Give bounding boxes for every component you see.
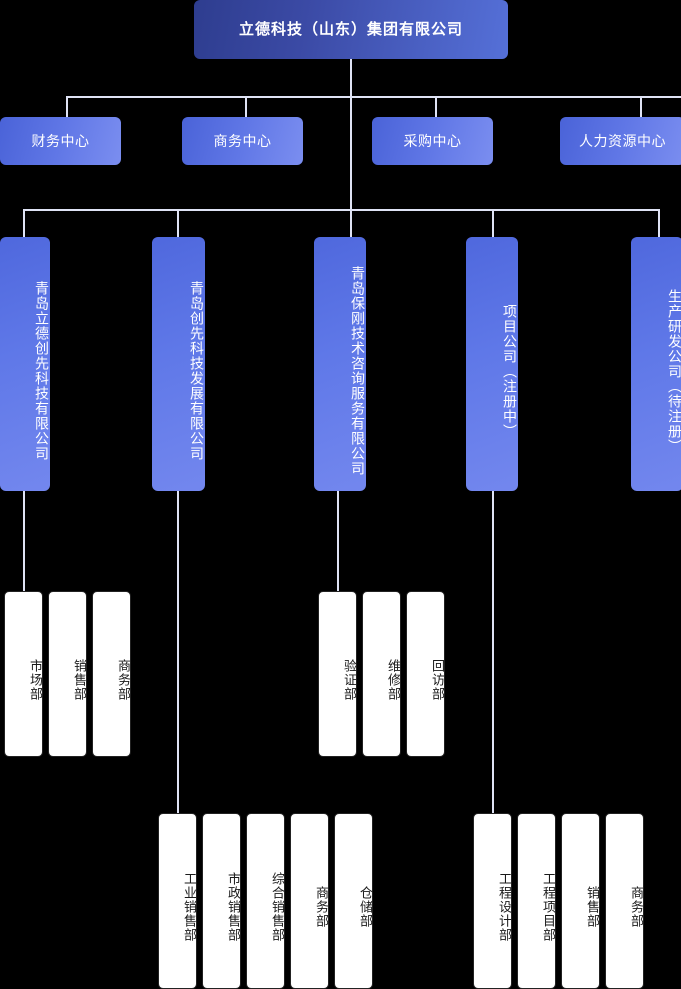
department-leaf-label: 工程设计部 <box>497 872 512 942</box>
connector-subsidiaries-bus <box>23 209 660 211</box>
department-leaf[interactable]: 销售部 <box>48 591 87 757</box>
department-leaf[interactable]: 工程项目部 <box>517 813 556 989</box>
center-node-label: 人力资源中心 <box>579 132 666 149</box>
connector-drop-lide-chuangxian <box>23 209 25 237</box>
subsidiary-node-label: 生产研发公司（待注册） <box>667 288 681 454</box>
connector-drop-depts-chuangxian-fazhan <box>177 491 179 813</box>
department-leaf-label: 工业销售部 <box>182 872 197 942</box>
center-node-label: 财务中心 <box>31 132 90 149</box>
department-leaf-label: 工程项目部 <box>541 872 556 942</box>
department-leaf-label: 商务部 <box>116 659 131 701</box>
subsidiary-node-chuangxian-fazhan[interactable]: 青岛创先科技发展有限公司 <box>152 237 205 491</box>
connector-drop-finance <box>66 96 68 117</box>
department-leaf[interactable]: 综合销售部 <box>246 813 285 989</box>
connector-drop-hr <box>640 96 642 117</box>
subsidiary-node-label: 项目公司（注册中） <box>502 303 518 439</box>
connector-drop-depts-lide-chuangxian <box>23 491 25 591</box>
department-leaf-label: 回访部 <box>430 659 445 701</box>
center-node-label: 采购中心 <box>403 132 462 149</box>
department-leaf-label: 维修部 <box>386 659 401 701</box>
subsidiary-node-lide-chuangxian[interactable]: 青岛立德创先科技有限公司 <box>0 237 50 491</box>
department-leaf[interactable]: 商务部 <box>92 591 131 757</box>
root-node-label: 立德科技（山东）集团有限公司 <box>238 20 463 38</box>
subsidiary-node-xiangmu[interactable]: 项目公司（注册中） <box>466 237 518 491</box>
department-leaf-label: 销售部 <box>72 659 87 701</box>
connector-drop-depts-xiangmu <box>492 491 494 813</box>
department-leaf-label: 验证部 <box>342 659 357 701</box>
center-node-finance[interactable]: 财务中心 <box>0 117 121 165</box>
department-leaf[interactable]: 市场部 <box>4 591 43 757</box>
subsidiary-node-label: 青岛立德创先科技有限公司 <box>34 281 50 461</box>
center-node-hr[interactable]: 人力资源中心 <box>560 117 681 165</box>
connector-root-trunk <box>350 59 352 209</box>
connector-drop-baogang <box>350 209 352 237</box>
center-node-purchasing[interactable]: 采购中心 <box>372 117 493 165</box>
department-leaf[interactable]: 工业销售部 <box>158 813 197 989</box>
center-node-label: 商务中心 <box>213 132 272 149</box>
department-leaf[interactable]: 市政销售部 <box>202 813 241 989</box>
department-leaf-label: 商务部 <box>314 886 329 928</box>
department-leaf-label: 仓储部 <box>358 886 373 928</box>
connector-drop-shengchan <box>658 209 660 237</box>
department-leaf-label: 综合销售部 <box>270 872 285 942</box>
department-leaf-label: 市场部 <box>28 659 43 701</box>
connector-drop-chuangxian-fazhan <box>177 209 179 237</box>
subsidiary-node-shengchan[interactable]: 生产研发公司（待注册） <box>631 237 681 491</box>
center-node-business[interactable]: 商务中心 <box>182 117 303 165</box>
subsidiary-node-label: 青岛保刚技术咨询服务有限公司 <box>350 266 366 476</box>
connector-drop-depts-baogang <box>337 491 339 591</box>
department-leaf[interactable]: 验证部 <box>318 591 357 757</box>
department-leaf[interactable]: 商务部 <box>290 813 329 989</box>
department-leaf[interactable]: 销售部 <box>561 813 600 989</box>
department-leaf-label: 商务部 <box>629 886 644 928</box>
connector-drop-xiangmu <box>492 209 494 237</box>
department-leaf-label: 市政销售部 <box>226 872 241 942</box>
department-leaf[interactable]: 仓储部 <box>334 813 373 989</box>
subsidiary-node-baogang[interactable]: 青岛保刚技术咨询服务有限公司 <box>314 237 366 491</box>
connector-centers-bus-visible <box>66 96 641 98</box>
department-leaf-label: 销售部 <box>585 886 600 928</box>
connector-drop-purchasing <box>435 96 437 117</box>
department-leaf[interactable]: 回访部 <box>406 591 445 757</box>
department-leaf[interactable]: 工程设计部 <box>473 813 512 989</box>
department-leaf[interactable]: 商务部 <box>605 813 644 989</box>
subsidiary-node-label: 青岛创先科技发展有限公司 <box>189 281 205 461</box>
connector-drop-business <box>245 96 247 117</box>
root-node-group-company[interactable]: 立德科技（山东）集团有限公司 <box>194 0 508 59</box>
department-leaf[interactable]: 维修部 <box>362 591 401 757</box>
